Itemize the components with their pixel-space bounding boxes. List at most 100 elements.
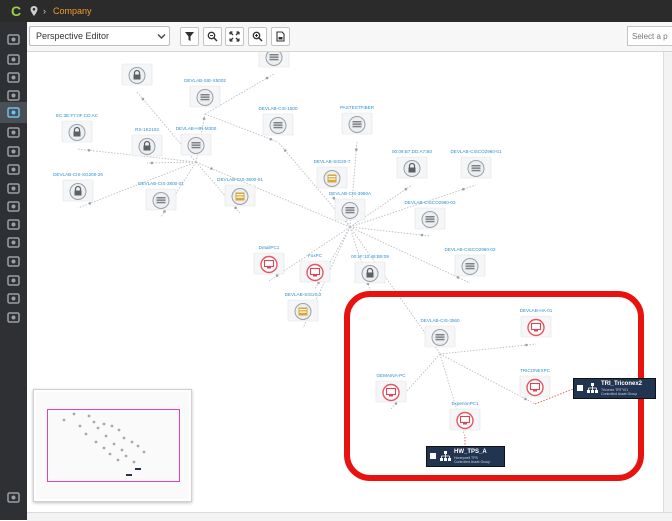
graph-edge [349,140,358,228]
switch-icon [196,89,214,106]
device-node[interactable]: 00:09:B7:DD:A7:B0 [392,149,433,179]
device-node[interactable]: DEVLAB-SIG20-7 [314,159,351,189]
device-node[interactable]: DEVLAB-CIS-3560 [420,318,460,348]
device-node[interactable]: DEVLAB-CIS-3950A [329,191,372,221]
minimap-viewport[interactable] [47,409,180,482]
device-node[interactable]: DEVLAB-CIS-SG200-26 [53,172,103,202]
search-input[interactable]: Select a p [627,26,672,46]
switch-icon [265,52,283,66]
device-label: DEVLAB-HIR-M300 [176,126,217,131]
org-chart-icon[interactable] [6,218,21,231]
context-label[interactable]: Company [53,6,92,16]
scrollbar-horizontal[interactable] [27,512,672,521]
device-label: DEVLAB-CIS-3560 [420,318,460,323]
device-node[interactable]: FoxPC [299,253,331,283]
device-node[interactable]: DEVLAB-CIS-3600-01 [217,177,263,207]
copy-icon[interactable] [6,182,21,195]
minimap-group [126,474,132,476]
settings-icon[interactable] [6,311,21,324]
minimap-group [135,468,141,470]
graph-edge [195,161,241,214]
minimap-node [94,440,98,444]
device-node[interactable]: 00:1F:10:48:B9:09 [351,254,389,284]
device-label: DEVLAB-CIS-3800-01 [138,181,184,186]
road-icon[interactable] [6,71,21,84]
zoom-in-icon [252,31,263,42]
lock-icon [361,265,379,282]
device-node[interactable]: DEVLAB-CISCO2960-02 [444,247,496,277]
edge-anchor [87,149,91,152]
plc-icon [323,170,341,187]
fit-button[interactable] [225,27,244,46]
device-label: DEVLAB-SIG20-7 [314,159,351,164]
hierarchy-icon [440,451,451,461]
device-node[interactable]: PASTESTFIBER [340,105,375,135]
filter-icon [185,32,194,41]
logo: C [11,3,22,19]
minimap-node [132,460,136,464]
device-node[interactable]: DEVLAB-CISCO2960-03 [404,200,456,230]
device-label: DEVLAB-CIS-SG200-26 [53,172,103,177]
graph-edge [204,113,279,143]
zoom-out-button[interactable] [203,27,222,46]
collapse-icon[interactable] [6,491,21,504]
list-icon[interactable] [6,53,21,66]
device-node[interactable]: DEVLAB-SIE-X5002 [184,78,226,108]
zoom-in-button[interactable] [248,27,267,46]
device-node[interactable]: DetailPC1 [253,245,285,275]
device-node[interactable]: DEVLAB-CIS-3800-01 [138,181,184,211]
minimap[interactable] [33,389,192,502]
report-icon[interactable] [6,236,21,249]
filter-button[interactable] [180,27,199,46]
group-edge [534,388,574,405]
device-node[interactable]: DEVLAB-CISCO2960-01 [450,149,502,179]
group-title: TRI_Triconex2 [601,381,643,387]
shield-icon[interactable] [6,255,21,268]
minimap-node [108,452,112,456]
device-label: RS-1K2102 [135,127,159,132]
device-node[interactable]: DEVLAB-SIG20-2 [285,292,322,322]
device-node[interactable]: DEVLAB-HIR-M300 [176,126,217,156]
device-node[interactable]: RS-1K2102 [131,127,163,157]
device-node[interactable]: GEMAINA-PC [375,373,407,403]
fit-screen-icon [229,31,240,42]
device-label: FoxPC [308,253,323,258]
device-node[interactable]: DEVLAB-CIS-1500 [258,106,298,136]
graph-edge [204,73,275,115]
save-icon[interactable] [6,292,21,305]
device-label: DEVLAB-CISCO2960-02 [444,247,496,252]
device-node[interactable]: EC:3E:F7:0F:CD:AC [56,113,99,143]
device-label: 00:1F:10:48:B9:09 [351,254,389,259]
minimap-node [120,448,124,452]
minimap-node [104,434,108,438]
device-label: DEVLAB-SIE-X5002 [184,78,226,83]
device-node[interactable]: ExperionPC1 [449,401,481,431]
dashboard-icon[interactable] [6,33,21,46]
user-icon[interactable] [6,200,21,213]
device-node[interactable] [258,52,290,68]
device-node[interactable]: TRICONEXPC [519,368,551,398]
topology-icon[interactable] [0,102,27,123]
scrollbar-vertical[interactable] [663,52,672,520]
graph-edge [302,226,351,329]
documents-icon[interactable] [6,89,21,102]
export-button[interactable] [271,27,290,46]
chevron-down-icon [157,34,166,39]
edge-anchor [420,233,424,237]
lock-icon [69,183,87,200]
tools-icon[interactable] [6,126,21,139]
device-label: 00:09:B7:DD:A7:B0 [392,149,433,154]
eye-icon[interactable] [6,274,21,287]
device-label: DEVLAB-SIG20-2 [285,292,322,297]
perspective-select-label: Perspective Editor [36,31,110,41]
perspective-select[interactable]: Perspective Editor [29,26,170,46]
health-icon[interactable] [6,163,21,176]
device-node[interactable] [121,63,153,86]
device-node[interactable]: DEVLAB-HA-01 [520,308,553,338]
plc-icon [294,303,312,320]
bug-icon[interactable] [6,145,21,158]
